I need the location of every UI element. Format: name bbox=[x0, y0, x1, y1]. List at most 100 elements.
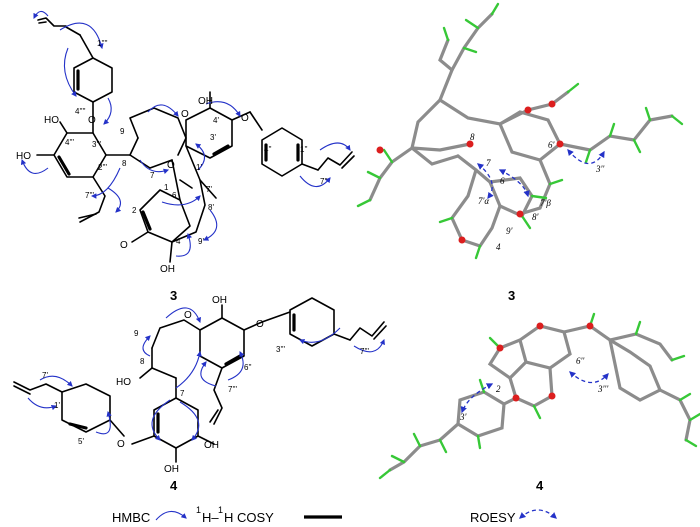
caption-compound-3: 3 bbox=[170, 288, 177, 303]
label-c3ppp-4: 3''' bbox=[276, 345, 286, 354]
legend-roesy-label: ROESY bbox=[470, 510, 516, 525]
label-oh-right-4: OH bbox=[204, 440, 219, 451]
allyl-7ppp-bond bbox=[79, 176, 106, 223]
legend-cosy-label: H COSY bbox=[224, 510, 274, 525]
label-c9-4: 9 bbox=[134, 329, 139, 338]
model-3-bond bbox=[438, 12, 494, 102]
label-o-keto: O bbox=[120, 240, 128, 251]
label-3d-c7pa: 7'α bbox=[478, 196, 489, 206]
legend-hmbc-label: HMBC bbox=[112, 510, 150, 525]
roesy-arrow bbox=[569, 371, 609, 384]
label-c7ppp-4: 7''' bbox=[228, 385, 238, 394]
legend: HMBC 1 H– 1 H COSY ROESY bbox=[112, 505, 557, 525]
label-oh-bottom-4: OH bbox=[164, 464, 179, 475]
label-oh-4: OH bbox=[160, 264, 175, 275]
label-3d4-c6pp: 6'' bbox=[576, 356, 585, 366]
label-c4pppp: 4'''' bbox=[75, 107, 86, 116]
label-c7-4: 7 bbox=[180, 389, 185, 398]
label-3d4-c2: 2 bbox=[496, 384, 501, 394]
label-3d-c3pp: 3'' bbox=[595, 164, 605, 174]
roesy-arrow bbox=[567, 149, 605, 165]
hmbc-arrow bbox=[299, 175, 331, 188]
model-3-labels: 8 7 6 6' 3'' 7'α 7'β 8' 9' 4 3 bbox=[470, 132, 605, 303]
label-o-ether1-4: O bbox=[256, 319, 264, 330]
hmbc-arrow bbox=[151, 399, 171, 441]
label-3d-c6: 6 bbox=[500, 176, 505, 186]
label-c7ppp: 7''' bbox=[85, 191, 95, 200]
allyl-top-bond bbox=[37, 17, 67, 27]
hmbc-arrow bbox=[298, 327, 341, 345]
label-ho-a: HO bbox=[44, 115, 59, 126]
label-3d-c6p: 6' bbox=[548, 140, 556, 150]
label-3d-c7pb: 7'β bbox=[540, 198, 551, 208]
compound-3-labels: 1'''' 4'''' O HO 4''' 3''' HO 2''' 7''' … bbox=[16, 39, 328, 303]
label-o-ring2: O bbox=[167, 160, 175, 171]
label-o-ether1: O bbox=[88, 115, 96, 126]
label-c1pp: 1'' bbox=[300, 145, 308, 154]
label-c8-4: 8 bbox=[140, 357, 145, 366]
label-c5p-4: 5' bbox=[78, 437, 84, 446]
label-c7p: 7' bbox=[206, 185, 212, 194]
compound-4-structure bbox=[13, 297, 387, 463]
model-3-ring bbox=[497, 110, 563, 162]
label-c4p: 4' bbox=[213, 116, 219, 125]
hmbc-arrow bbox=[103, 97, 112, 125]
hmbc-arrow bbox=[142, 335, 151, 357]
model-4-3d bbox=[378, 312, 700, 480]
label-3d-c8p: 8' bbox=[532, 212, 540, 222]
label-c1p: 1' bbox=[196, 163, 202, 172]
ring-lower bbox=[139, 189, 191, 243]
caption-compound-4: 4 bbox=[170, 478, 178, 493]
label-c3ppp: 3''' bbox=[92, 140, 102, 149]
model-4-roesy bbox=[460, 371, 609, 414]
label-3d4-c3p: 3' bbox=[459, 412, 468, 422]
hmbc-arrow bbox=[175, 232, 192, 257]
model-4-labels: 6'' 3''' 2 3' 4 bbox=[459, 356, 609, 493]
label-c2ppp: 2''' bbox=[98, 163, 108, 172]
legend-cosy-sup2: 1 bbox=[218, 505, 223, 515]
hmbc-arrow bbox=[33, 10, 49, 19]
caption-model-3: 3 bbox=[508, 288, 515, 303]
legend-cosy-sup1: 1 bbox=[196, 505, 201, 515]
hmbc-arrow bbox=[353, 338, 385, 353]
allyl-7ppp-4 bbox=[213, 367, 223, 425]
legend-roesy-arrow bbox=[519, 509, 557, 519]
hmbc-arrow bbox=[90, 167, 121, 199]
hmbc-arrow bbox=[165, 307, 201, 324]
label-oh-top: OH bbox=[212, 295, 227, 306]
compound-4-labels: OH O O 9 8 HO 7 6'' 7''' 3''' 7''' 7' 1'… bbox=[42, 295, 370, 493]
roesy-arrow bbox=[460, 383, 494, 414]
hmbc-arrow bbox=[147, 104, 179, 117]
label-c9: 9 bbox=[120, 127, 125, 136]
ring-3p bbox=[185, 107, 233, 159]
label-c9p: 9' bbox=[198, 237, 204, 246]
pyran-ring-bond bbox=[151, 319, 201, 349]
model-3-roesy bbox=[476, 149, 605, 200]
ring-upper-aromatic bbox=[199, 317, 245, 369]
label-c8p: 8' bbox=[208, 203, 214, 212]
label-o-ring-4: O bbox=[184, 310, 192, 321]
hmbc-arrow bbox=[161, 195, 201, 206]
roesy-arrow bbox=[498, 169, 530, 198]
legend-cosy-h: H– bbox=[202, 510, 219, 525]
ring-right-phenyl-4 bbox=[289, 297, 335, 347]
label-c1pppp: 1'''' bbox=[97, 39, 108, 48]
label-c6pp-4: 6'' bbox=[244, 363, 252, 372]
label-c2: 2 bbox=[132, 206, 137, 215]
label-3d-c7: 7 bbox=[486, 158, 491, 168]
hmbc-arrow bbox=[175, 350, 202, 389]
hmbc-arrow bbox=[139, 159, 170, 174]
label-ho-8: HO bbox=[116, 377, 131, 388]
hmbc-arrow bbox=[27, 397, 58, 411]
hmbc-arrow bbox=[95, 410, 112, 435]
hmbc-arrow bbox=[59, 22, 104, 50]
label-c1: 1 bbox=[164, 183, 169, 192]
label-ho-b: HO bbox=[16, 151, 31, 162]
label-c7p-4: 7' bbox=[42, 371, 48, 380]
label-3d-c9p: 9' bbox=[506, 226, 514, 236]
hmbc-arrow bbox=[200, 361, 217, 387]
model-3-3d bbox=[356, 2, 684, 260]
compound-3-hmbc-arrows bbox=[20, 10, 351, 257]
ring-top-phenyl bbox=[73, 57, 113, 103]
legend-hmbc-arrow bbox=[155, 510, 187, 521]
